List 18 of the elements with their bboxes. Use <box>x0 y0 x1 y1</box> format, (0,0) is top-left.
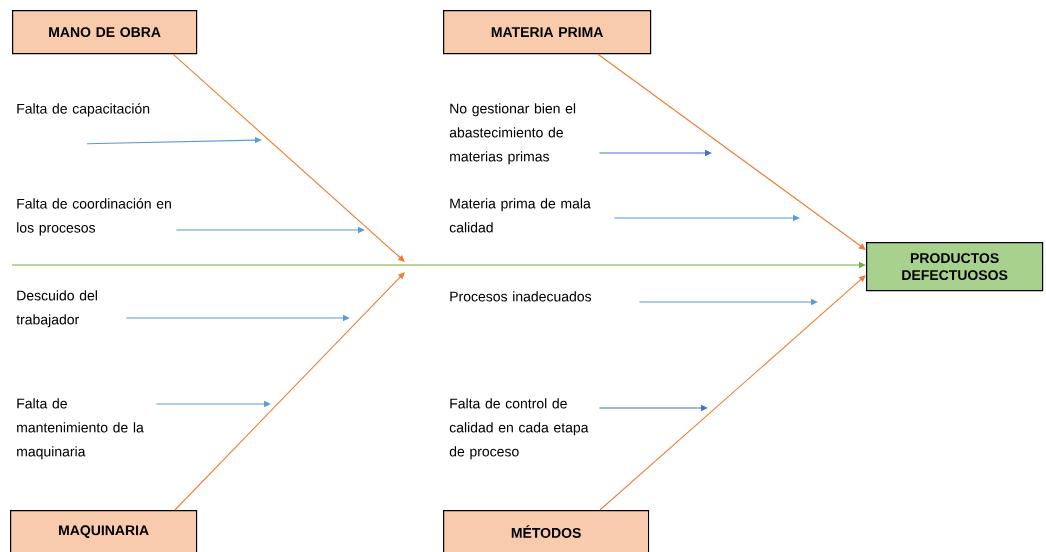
category-box: MÉTODOS <box>443 510 650 552</box>
cause-text: Procesos inadecuados <box>450 291 592 302</box>
cause-text: Falta de control de calidad en cada etapa de proceso <box>449 398 589 460</box>
arrow <box>597 53 866 250</box>
cause-text: Falta de capacitación <box>17 103 150 117</box>
arrow <box>172 53 405 262</box>
cause-text: Falta de mantenimiento de la maquinaria <box>17 398 144 460</box>
arrow <box>174 272 405 511</box>
arrow <box>599 275 866 511</box>
cause-text: Descuido del trabajador <box>16 290 97 328</box>
cause-text: Falta de coordinación en los procesos <box>17 198 171 236</box>
category-box: PRODUCTOS DEFECTUOSOS <box>866 242 1044 292</box>
category-box: MAQUINARIA <box>10 510 198 552</box>
arrow <box>86 137 262 145</box>
category-box: MATERIA PRIMA <box>443 10 652 55</box>
cause-text: Materia prima de mala calidad <box>449 198 591 233</box>
cause-text: No gestionar bien el abastecimiento de materias primas <box>449 103 576 165</box>
category-box: MANO DE OBRA <box>12 10 198 55</box>
